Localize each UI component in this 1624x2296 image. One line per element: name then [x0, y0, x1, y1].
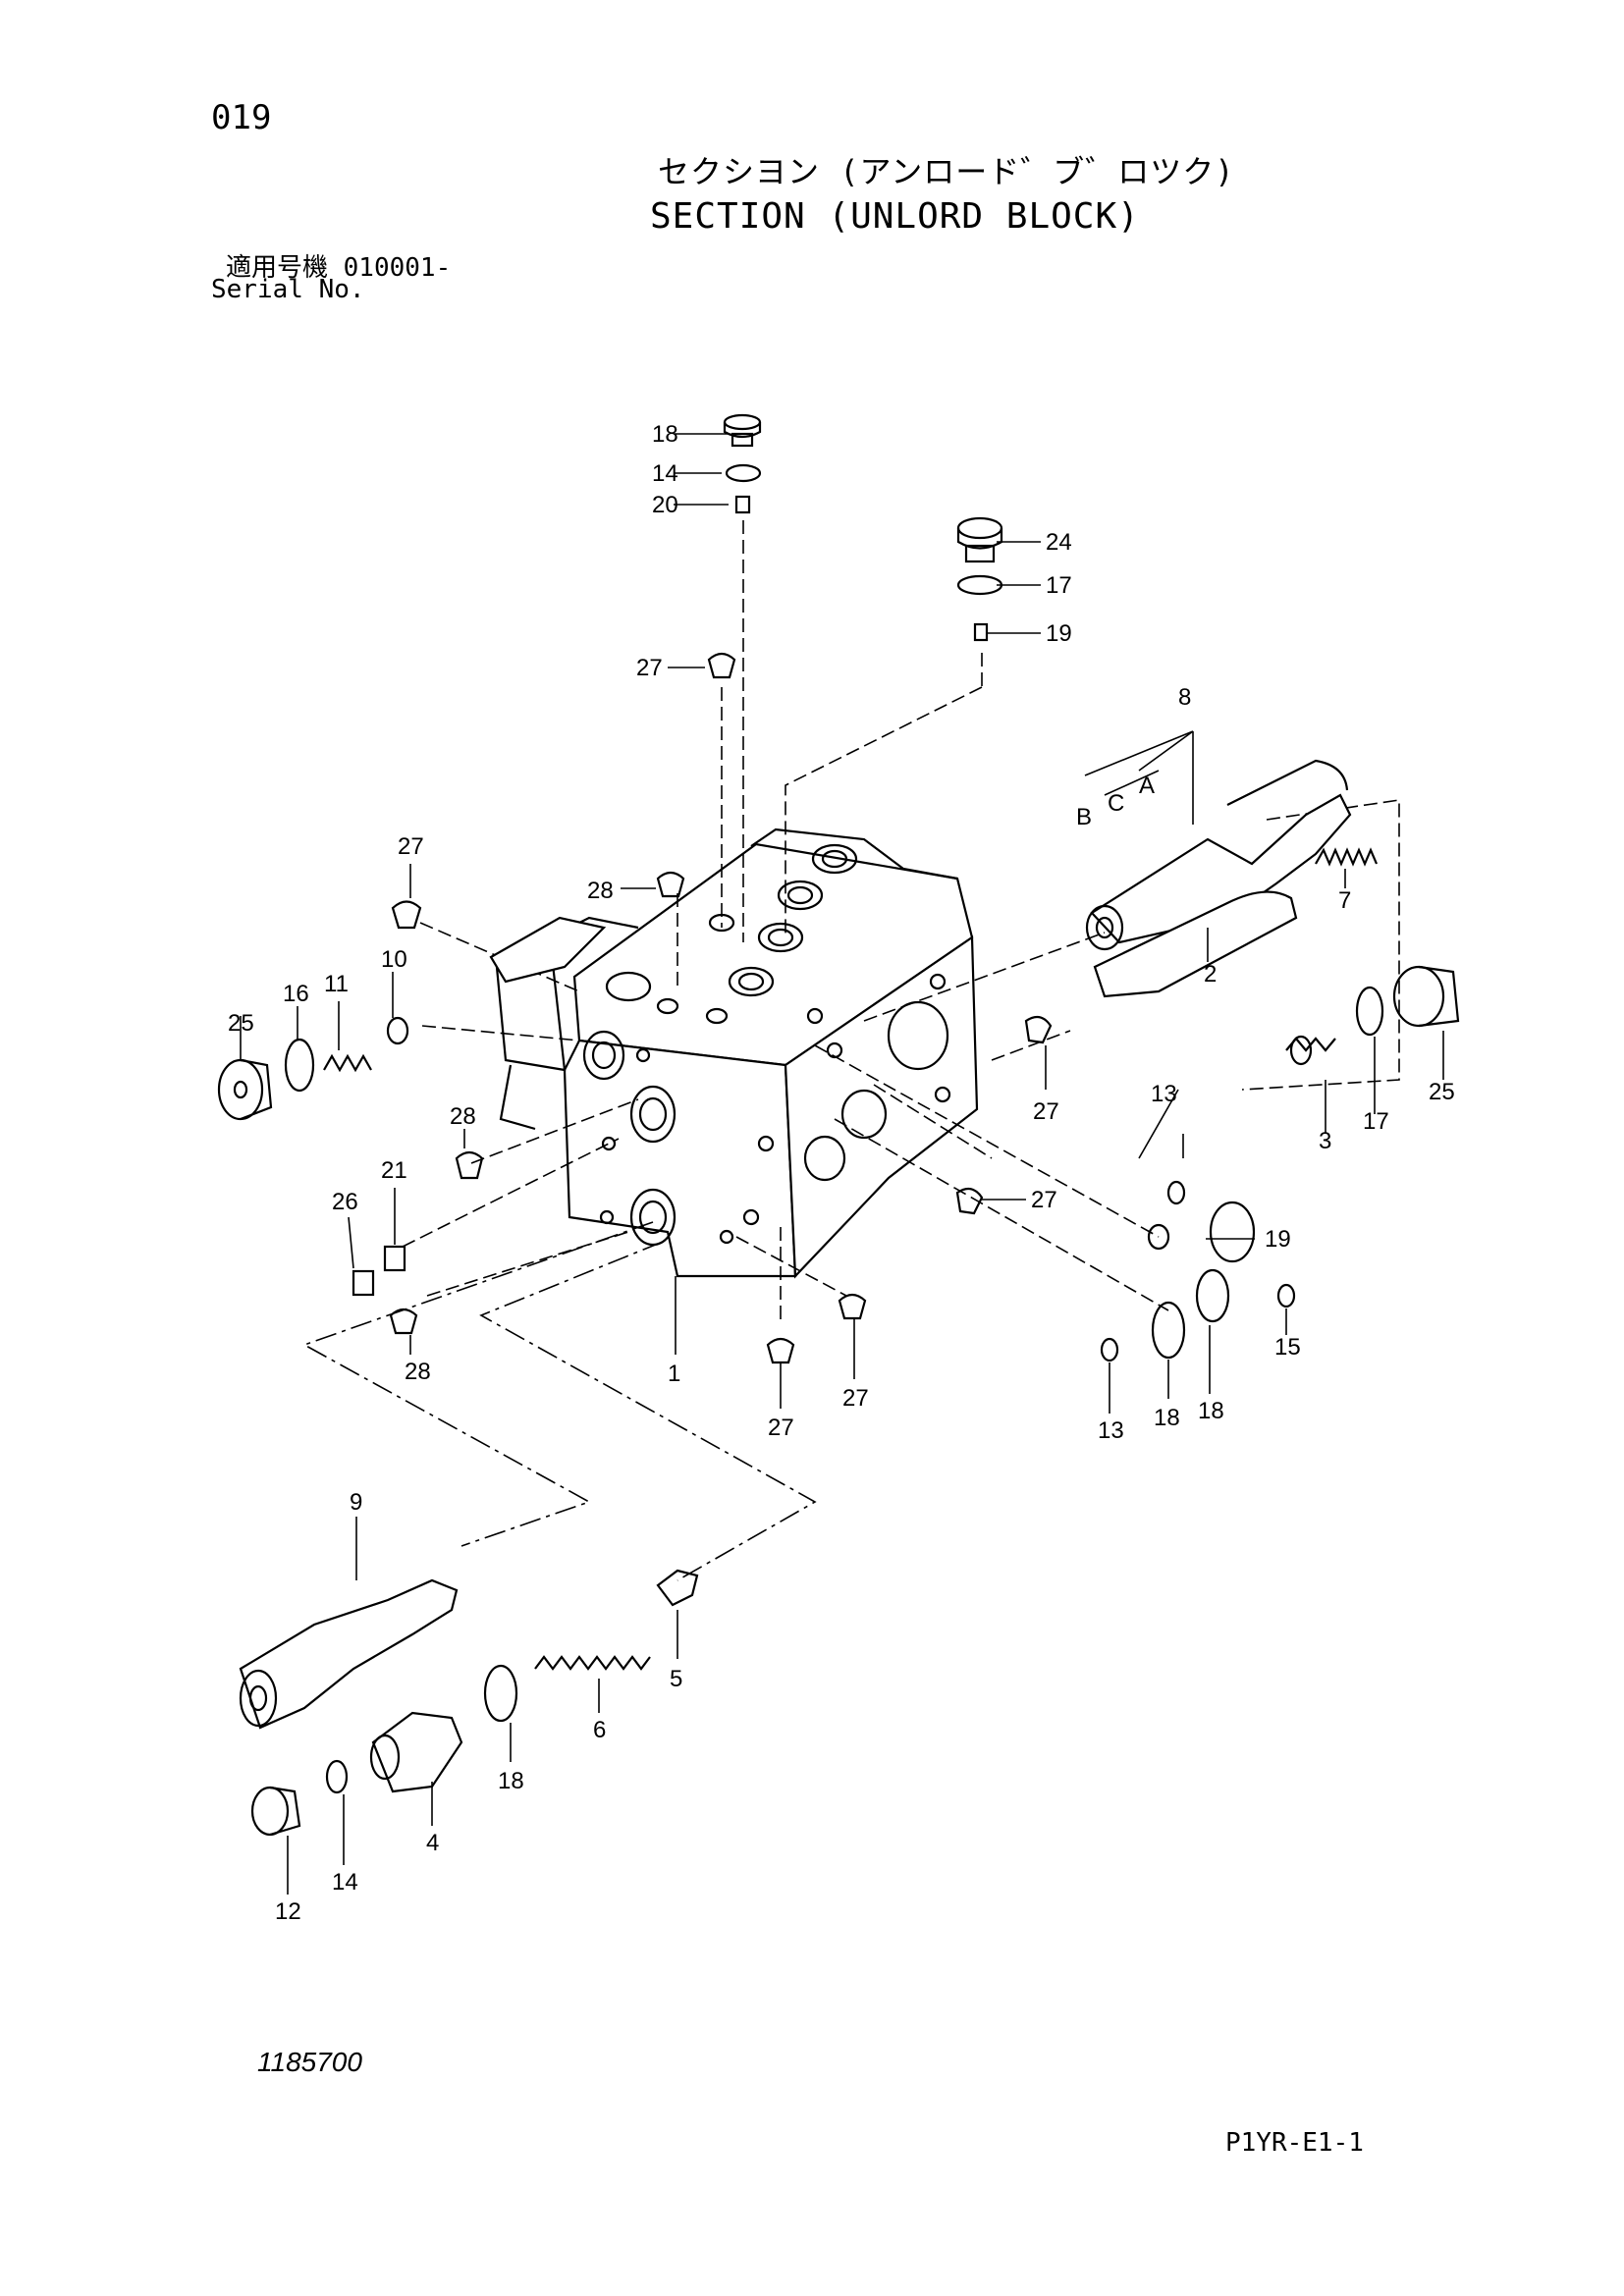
callout-labels: 18 14 20 24 17 19 27 8 A C B 27 28 7 2 1… — [228, 421, 1455, 1925]
callout-label: 2 — [1204, 961, 1217, 988]
figure-number: 1185700 — [257, 2047, 362, 2077]
callout-label: 13 — [1151, 1081, 1177, 1107]
callout-label: 27 — [842, 1385, 869, 1412]
callout-label: 7 — [1338, 887, 1351, 914]
callout-label: 20 — [652, 492, 678, 518]
callout-label: 9 — [350, 1489, 362, 1516]
callout-label: 4 — [426, 1830, 439, 1856]
callout-label: 15 — [1274, 1334, 1301, 1361]
title-english: SECTION (UNLORD BLOCK) — [650, 196, 1140, 237]
callout-label: 5 — [670, 1666, 682, 1692]
callout-label: 8 — [1178, 684, 1191, 711]
callout-label: 18 — [1154, 1405, 1180, 1431]
callout-label: 19 — [1046, 620, 1072, 647]
callout-label: 25 — [1429, 1079, 1455, 1105]
serial-label-english: Serial No. — [211, 275, 365, 304]
callout-label: 16 — [283, 981, 309, 1007]
valve-body — [494, 828, 979, 1279]
callout-label: B — [1076, 804, 1092, 830]
callout-label: 12 — [275, 1898, 301, 1925]
callout-label: 3 — [1319, 1128, 1331, 1154]
page-code: P1YR-E1-1 — [1225, 2128, 1364, 2158]
page-number: 019 — [211, 98, 272, 137]
serial-label-japanese: 適用号機 010001- — [226, 253, 452, 283]
callout-label: C — [1108, 790, 1124, 817]
callout-label: 18 — [1198, 1398, 1224, 1424]
callout-label: 27 — [636, 655, 663, 681]
callout-label: 27 — [1031, 1187, 1057, 1213]
callout-label: 28 — [587, 878, 614, 904]
callout-label: 28 — [450, 1103, 476, 1130]
callout-label: 27 — [768, 1415, 794, 1441]
callout-label: 6 — [593, 1717, 606, 1743]
callout-label: 10 — [381, 946, 407, 973]
title-japanese: セクシヨン (アンロード゛ブ゛ロツク) — [658, 153, 1235, 190]
callout-label: 21 — [381, 1157, 407, 1184]
callout-label: 26 — [332, 1189, 358, 1215]
callout-label: 14 — [332, 1869, 358, 1896]
callout-label: 18 — [498, 1768, 524, 1794]
callout-label: 24 — [1046, 529, 1072, 556]
callout-label: 17 — [1363, 1108, 1389, 1135]
callout-label: 27 — [398, 833, 424, 860]
callout-label: 1 — [668, 1361, 680, 1387]
callout-label: 11 — [324, 971, 349, 997]
callout-label: 17 — [1046, 572, 1072, 599]
callout-label: 18 — [652, 421, 678, 448]
callout-label: 25 — [228, 1010, 254, 1037]
callout-label: A — [1139, 773, 1155, 799]
callout-label: 27 — [1033, 1098, 1059, 1125]
callout-label: 19 — [1265, 1226, 1291, 1253]
callout-label: 13 — [1098, 1417, 1124, 1444]
callout-label: 14 — [652, 460, 678, 487]
callout-label: 28 — [405, 1359, 431, 1385]
components — [217, 413, 1460, 1895]
